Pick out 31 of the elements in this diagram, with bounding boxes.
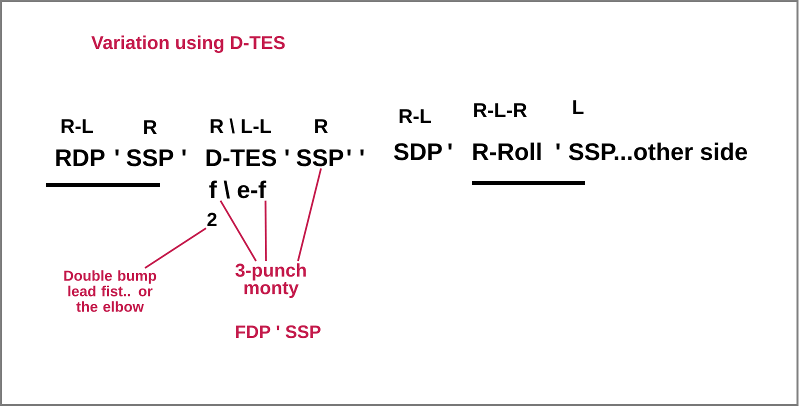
move-text: RDP: [56, 150, 104, 166]
separator: ': [115, 150, 119, 156]
move-text: D-TES: [206, 149, 276, 166]
annotation-text: R-L: [62, 119, 94, 133]
move-text: SSP: [126, 149, 174, 166]
separator: ': [556, 144, 560, 150]
move-text: SSP: [296, 149, 344, 166]
callout-text: 3-punch monty: [235, 263, 306, 298]
separator: ': [347, 150, 351, 156]
title: Variation using D-TES: [91, 36, 285, 53]
separator: ': [285, 150, 289, 156]
annotation-text: R-L-R: [474, 103, 527, 117]
annotation-text: R-L: [400, 109, 432, 123]
leader-line: [297, 168, 322, 262]
move-text: SSP...other side: [568, 142, 748, 160]
move-text: R-Roll: [473, 142, 541, 160]
leader-line: [264, 200, 267, 261]
leader-line: [144, 227, 206, 269]
annotation-text: R: [144, 120, 157, 134]
annotation-text: R: [315, 119, 328, 133]
move-text: SDP: [394, 143, 442, 160]
leader-line: [220, 200, 257, 262]
note-text: FDP ' SSP: [236, 325, 321, 338]
annotation-text: L: [573, 100, 584, 114]
separator: ': [448, 144, 452, 150]
number-label: 2: [207, 212, 217, 226]
annotation-text: f \ e-f: [209, 180, 266, 198]
separator: ': [360, 150, 364, 156]
callout-text: Double bump lead fist.. or the elbow: [64, 270, 156, 312]
annotation-text: R \ L-L: [210, 118, 271, 134]
separator: ': [182, 150, 186, 156]
